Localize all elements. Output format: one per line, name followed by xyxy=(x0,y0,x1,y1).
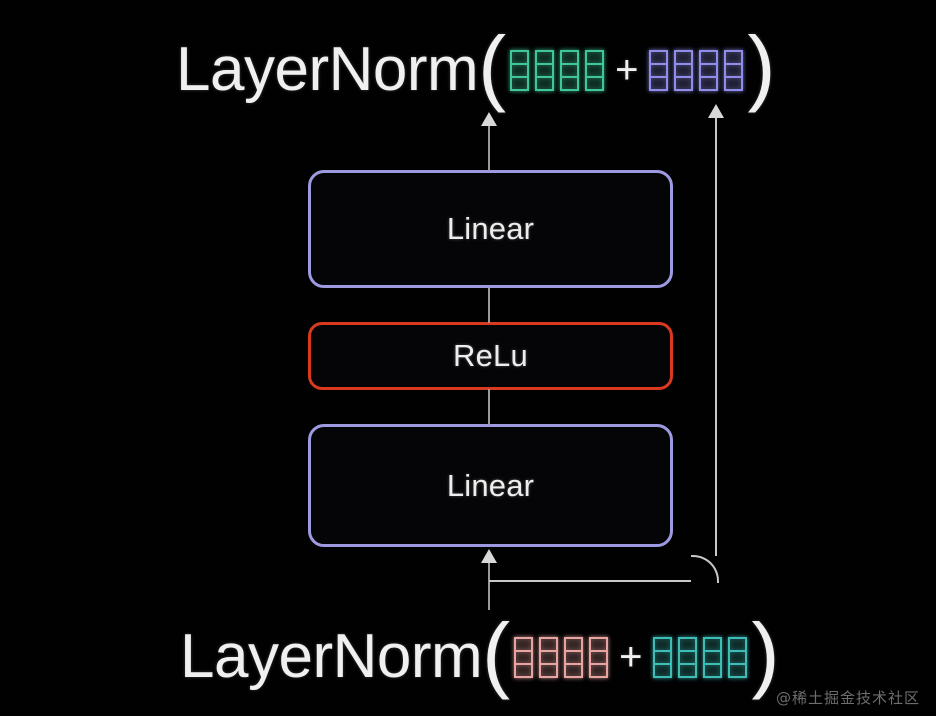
skip-connection-vertical xyxy=(715,116,717,556)
vector-column xyxy=(510,49,530,91)
top-close-paren: ) xyxy=(747,19,776,113)
node-relu[interactable]: ReLu xyxy=(308,322,673,390)
vector-column xyxy=(678,636,698,678)
top-open-paren: ( xyxy=(478,19,507,113)
bottom-plus-sign: + xyxy=(619,635,643,679)
vector-cell xyxy=(535,75,555,91)
vector-cell xyxy=(564,662,584,678)
bottom-open-paren: ( xyxy=(482,606,511,700)
salmon-vector xyxy=(510,636,612,678)
vector-cell xyxy=(703,662,723,678)
vector-cell xyxy=(514,662,534,678)
skip-connection-arrowhead-icon xyxy=(708,104,724,118)
watermark: @稀土掘金技术社区 xyxy=(775,689,920,707)
top-formula: LayerNorm ( + xyxy=(176,24,775,112)
bottom-formula: LayerNorm ( + xyxy=(180,611,779,699)
vector-cell xyxy=(674,75,694,91)
vector-cell xyxy=(649,75,669,91)
skip-connection-horizontal xyxy=(489,580,691,582)
vector-cell xyxy=(728,662,748,678)
vector-column xyxy=(535,49,555,91)
vector-cell xyxy=(653,662,673,678)
vector-column xyxy=(564,636,584,678)
vector-cell xyxy=(699,75,719,91)
node-linear-top[interactable]: Linear xyxy=(308,170,673,288)
vector-cell xyxy=(585,75,605,91)
teal-vector xyxy=(649,636,751,678)
input-connector-line xyxy=(488,560,490,610)
linear-bottom-to-relu-line xyxy=(488,389,490,425)
vector-column xyxy=(674,49,694,91)
input-arrowhead-icon xyxy=(481,549,497,563)
green-vector xyxy=(506,49,608,91)
vector-cell xyxy=(678,662,698,678)
vector-column xyxy=(699,49,719,91)
top-plus-sign: + xyxy=(615,48,639,92)
vector-column xyxy=(539,636,559,678)
purple-vector xyxy=(645,49,747,91)
bottom-close-paren: ) xyxy=(751,606,780,700)
top-formula-label: LayerNorm xyxy=(176,35,479,104)
relu-to-linear-top-line xyxy=(488,288,490,323)
skip-connection-elbow xyxy=(691,555,719,583)
vector-column xyxy=(589,636,609,678)
node-relu-label: ReLu xyxy=(453,338,528,373)
bottom-formula-label: LayerNorm xyxy=(180,622,483,691)
output-arrowhead-icon xyxy=(481,112,497,126)
node-linear-top-label: Linear xyxy=(446,211,535,246)
node-linear-bottom[interactable]: Linear xyxy=(308,424,673,547)
vector-column xyxy=(514,636,534,678)
vector-column xyxy=(724,49,744,91)
vector-column xyxy=(653,636,673,678)
vector-cell xyxy=(560,75,580,91)
vector-column xyxy=(560,49,580,91)
vector-cell xyxy=(539,662,559,678)
vector-column xyxy=(649,49,669,91)
vector-column xyxy=(703,636,723,678)
node-linear-bottom-label: Linear xyxy=(446,467,535,503)
vector-column xyxy=(728,636,748,678)
vector-cell xyxy=(724,75,744,91)
vector-cell xyxy=(589,662,609,678)
vector-cell xyxy=(510,75,530,91)
output-connector-line xyxy=(488,123,490,171)
vector-column xyxy=(585,49,605,91)
